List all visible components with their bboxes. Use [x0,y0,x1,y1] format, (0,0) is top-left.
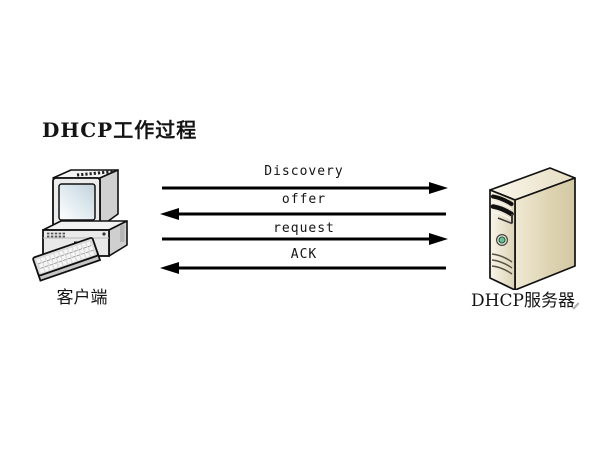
message-label: ACK [290,247,318,262]
message-label: request [273,221,335,236]
server-figure [478,148,578,291]
message-label: offer [281,192,327,207]
arrow-icon [162,182,448,194]
desktop-computer-icon [32,169,128,282]
client-label: 客户端 [56,288,108,308]
message-label: Discovery [264,164,344,179]
tower-server-icon [489,167,576,291]
arrow-icon [160,208,446,220]
diagram-title: DHCP工作过程 [42,118,198,142]
client-computer-figure [24,168,134,286]
arrow-icon [160,262,446,274]
arrow-icon [162,233,448,245]
server-label: DHCP服务器 [471,291,575,311]
